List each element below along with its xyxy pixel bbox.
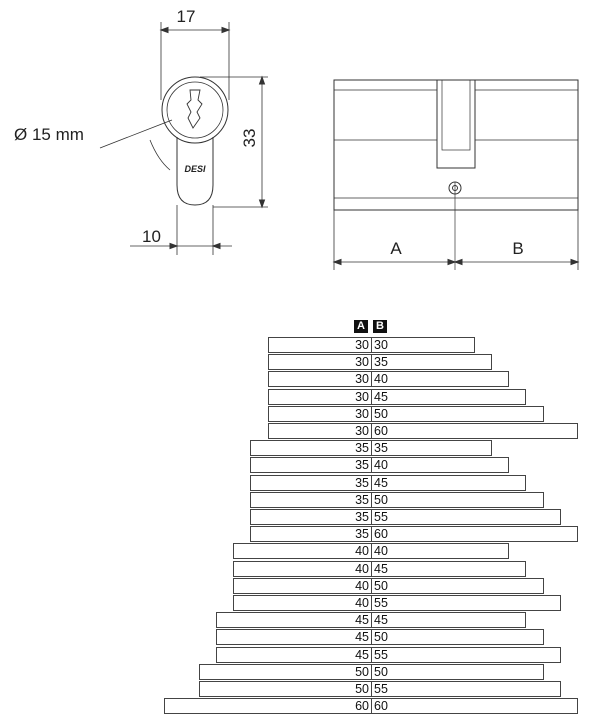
size-b-value: 55 [374,596,388,610]
size-row-divider [371,354,372,371]
size-b-value: 45 [374,561,388,576]
size-b-value: 45 [374,389,388,404]
size-row-divider [371,577,372,594]
size-a-value: 40 [355,561,369,576]
size-row-divider [371,371,372,388]
size-a-value: 35 [355,441,369,456]
size-a-value: 30 [355,355,369,370]
size-row [198,681,561,697]
side-view [332,79,580,270]
size-row-divider [371,474,372,491]
size-row-divider [371,646,372,663]
size-a-value: 35 [355,475,369,490]
technical-drawing: 17 33 Ø 15 mm 10 DESI A B [14,7,580,270]
size-row [267,354,492,371]
size-a-value: 50 [355,682,369,696]
size-row [267,388,527,405]
dimension-a-label: A [390,239,402,258]
size-b-value: 40 [374,544,388,559]
size-b-value: 45 [374,475,388,490]
size-b-value: 55 [374,682,388,696]
front-view [99,22,268,255]
width-dimension-label: 17 [177,7,196,26]
height-dimension-label: 33 [240,129,259,148]
size-b-value: 50 [374,578,388,593]
brand-mark: DESI [184,164,206,174]
size-a-value: 35 [355,527,369,542]
size-a-value: 35 [355,492,369,507]
size-row-divider [371,595,372,611]
size-b-value: 60 [374,699,388,714]
size-row [215,629,544,646]
size-row-divider [371,663,372,680]
size-row [233,560,527,577]
size-b-value: 50 [374,664,388,679]
size-a-value: 30 [355,338,369,352]
size-row-divider [371,423,372,439]
size-row [215,646,561,663]
size-row-divider [371,698,372,715]
size-a-value: 40 [355,544,369,559]
size-b-value: 55 [374,647,388,662]
size-b-value: 45 [374,613,388,628]
size-b-value: 40 [374,372,388,387]
size-row [267,405,544,422]
size-b-value: 60 [374,527,388,542]
size-a-value: 50 [355,664,369,679]
size-a-value: 60 [355,699,369,714]
size-a-value: 45 [355,613,369,628]
size-a-value: 35 [355,510,369,524]
size-a-value: 30 [355,406,369,421]
size-b-value: 40 [374,458,388,473]
size-row-divider [371,681,372,697]
size-a-value: 30 [355,372,369,387]
tail-width-label: 10 [142,227,161,246]
size-row [250,457,509,474]
size-row [250,491,544,508]
size-row-divider [371,405,372,422]
diameter-label: Ø 15 mm [14,125,84,144]
size-row-divider [371,526,372,543]
size-row [267,371,509,388]
size-row-divider [371,457,372,474]
size-row-divider [371,440,372,457]
size-b-value: 30 [374,338,388,352]
header-a-badge: A [354,320,368,333]
size-row-divider [371,509,372,525]
size-row [233,577,544,594]
size-a-value: 45 [355,647,369,662]
size-b-value: 50 [374,492,388,507]
size-row [250,526,578,543]
size-b-value: 35 [374,355,388,370]
size-row [233,595,561,611]
size-a-value: 30 [355,424,369,438]
size-a-value: 40 [355,578,369,593]
header-b-badge: B [373,320,387,333]
size-a-value: 30 [355,389,369,404]
size-a-value: 35 [355,458,369,473]
size-row [250,509,561,525]
size-b-value: 50 [374,406,388,421]
size-row-divider [371,560,372,577]
size-b-value: 50 [374,630,388,645]
size-b-value: 60 [374,424,388,438]
size-a-value: 45 [355,630,369,645]
size-b-value: 35 [374,441,388,456]
size-row-divider [371,543,372,560]
size-row-divider [371,337,372,353]
size-row-divider [371,629,372,646]
size-row [250,474,527,491]
size-row-divider [371,388,372,405]
size-row-divider [371,612,372,629]
dimension-b-label: B [512,239,523,258]
size-row [267,423,578,439]
size-row-divider [371,491,372,508]
size-b-value: 55 [374,510,388,524]
size-a-value: 40 [355,596,369,610]
